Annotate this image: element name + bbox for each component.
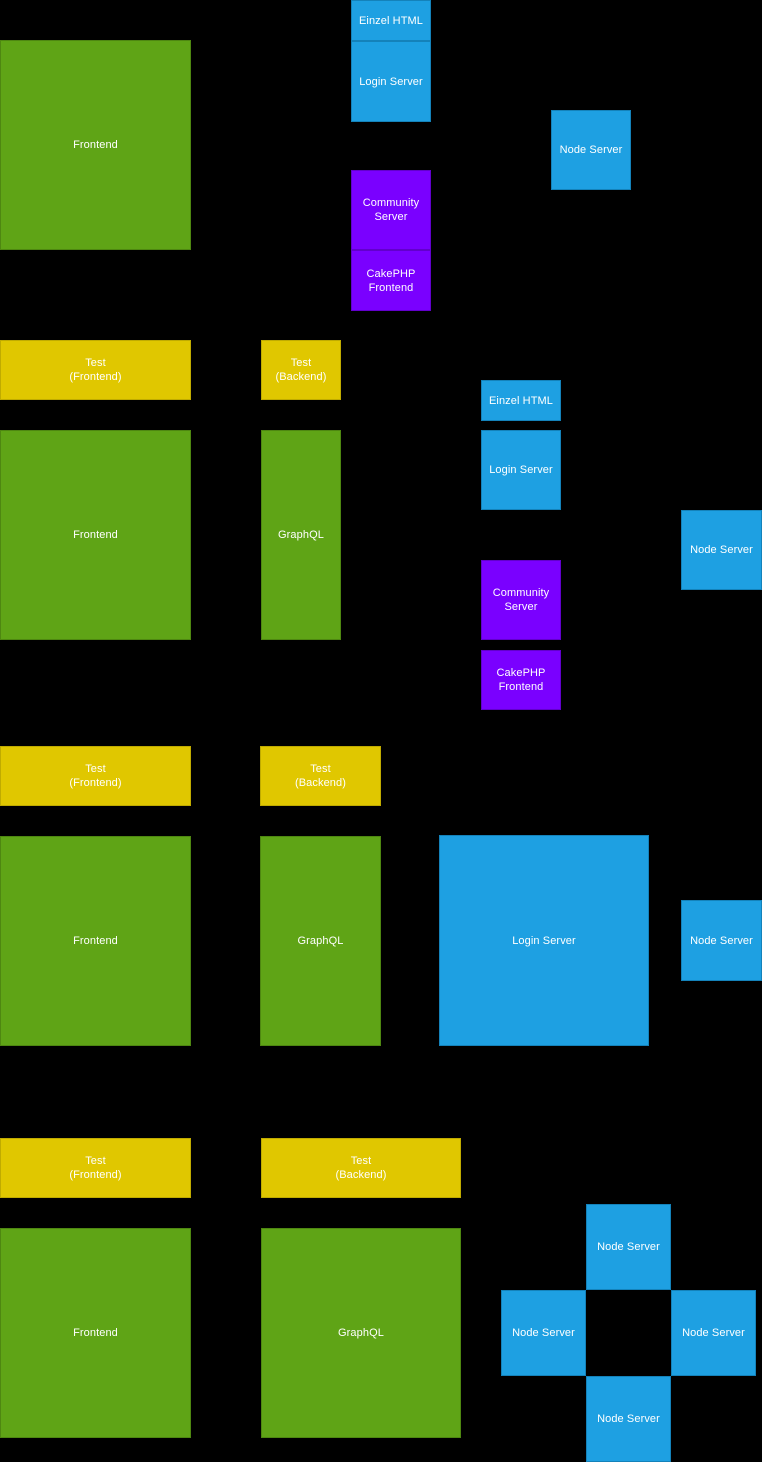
graphql-block[interactable]: GraphQL [261,1228,461,1438]
login-server-label: Login Server [512,934,576,947]
login-server-block[interactable]: Login Server [439,835,649,1046]
test-frontend-label: Test (Frontend) [69,763,122,789]
test-backend-label: Test (Backend) [275,357,327,383]
node-server-label: Node Server [690,934,753,947]
frontend-block[interactable]: Frontend [0,836,191,1046]
test-frontend-label: Test (Frontend) [69,1155,122,1181]
login-server-block[interactable]: Login Server [351,41,431,122]
community-server-block[interactable]: Community Server [481,560,561,640]
cakephp-frontend-label: CakePHP Frontend [366,267,416,294]
frontend-label: Frontend [73,935,118,947]
test-frontend-block[interactable]: Test (Frontend) [0,746,191,806]
frontend-block[interactable]: Frontend [0,40,191,250]
frontend-block[interactable]: Frontend [0,1228,191,1438]
node-server-label: Node Server [690,544,753,556]
node-server-left-block[interactable]: Node Server [501,1290,586,1376]
node-server-block[interactable]: Node Server [681,510,762,590]
node-server-bottom-label: Node Server [597,1413,660,1425]
frontend-block[interactable]: Frontend [0,430,191,640]
node-server-right-label: Node Server [682,1327,745,1339]
test-backend-block[interactable]: Test (Backend) [260,746,381,806]
test-backend-label: Test (Backend) [294,763,347,789]
cakephp-frontend-block[interactable]: CakePHP Frontend [351,250,431,311]
node-server-bottom-block[interactable]: Node Server [586,1376,671,1462]
einzel-html-label: Einzel HTML [488,394,554,407]
einzel-html-block[interactable]: Einzel HTML [351,0,431,41]
node-server-right-block[interactable]: Node Server [671,1290,756,1376]
graphql-block[interactable]: GraphQL [261,430,341,640]
cakephp-frontend-block[interactable]: CakePHP Frontend [481,650,561,710]
login-server-label: Login Server [489,464,553,476]
node-server-label: Node Server [559,144,623,156]
node-server-top-label: Node Server [597,1241,660,1253]
node-server-top-block[interactable]: Node Server [586,1204,671,1290]
frontend-label: Frontend [73,529,118,541]
node-server-block[interactable]: Node Server [551,110,631,190]
einzel-html-block[interactable]: Einzel HTML [481,380,561,421]
community-server-label: Community Server [362,197,420,223]
test-frontend-label: Test (Frontend) [69,357,122,383]
community-server-label: Community Server [492,587,550,613]
einzel-html-label: Einzel HTML [358,14,424,27]
graphql-label: GraphQL [278,529,324,541]
login-server-block[interactable]: Login Server [481,430,561,510]
frontend-label: Frontend [73,1327,118,1339]
test-backend-block[interactable]: Test (Backend) [261,1138,461,1198]
frontend-label: Frontend [73,139,118,151]
graphql-block[interactable]: GraphQL [260,836,381,1046]
community-server-block[interactable]: Community Server [351,170,431,250]
node-server-left-label: Node Server [512,1327,575,1339]
test-backend-block[interactable]: Test (Backend) [261,340,341,400]
graphql-label: GraphQL [338,1327,384,1339]
test-frontend-block[interactable]: Test (Frontend) [0,1138,191,1198]
cakephp-frontend-label: CakePHP Frontend [496,667,546,693]
test-backend-label: Test (Backend) [335,1155,387,1181]
test-frontend-block[interactable]: Test (Frontend) [0,340,191,400]
login-server-label: Login Server [359,75,423,88]
graphql-label: GraphQL [297,935,344,947]
